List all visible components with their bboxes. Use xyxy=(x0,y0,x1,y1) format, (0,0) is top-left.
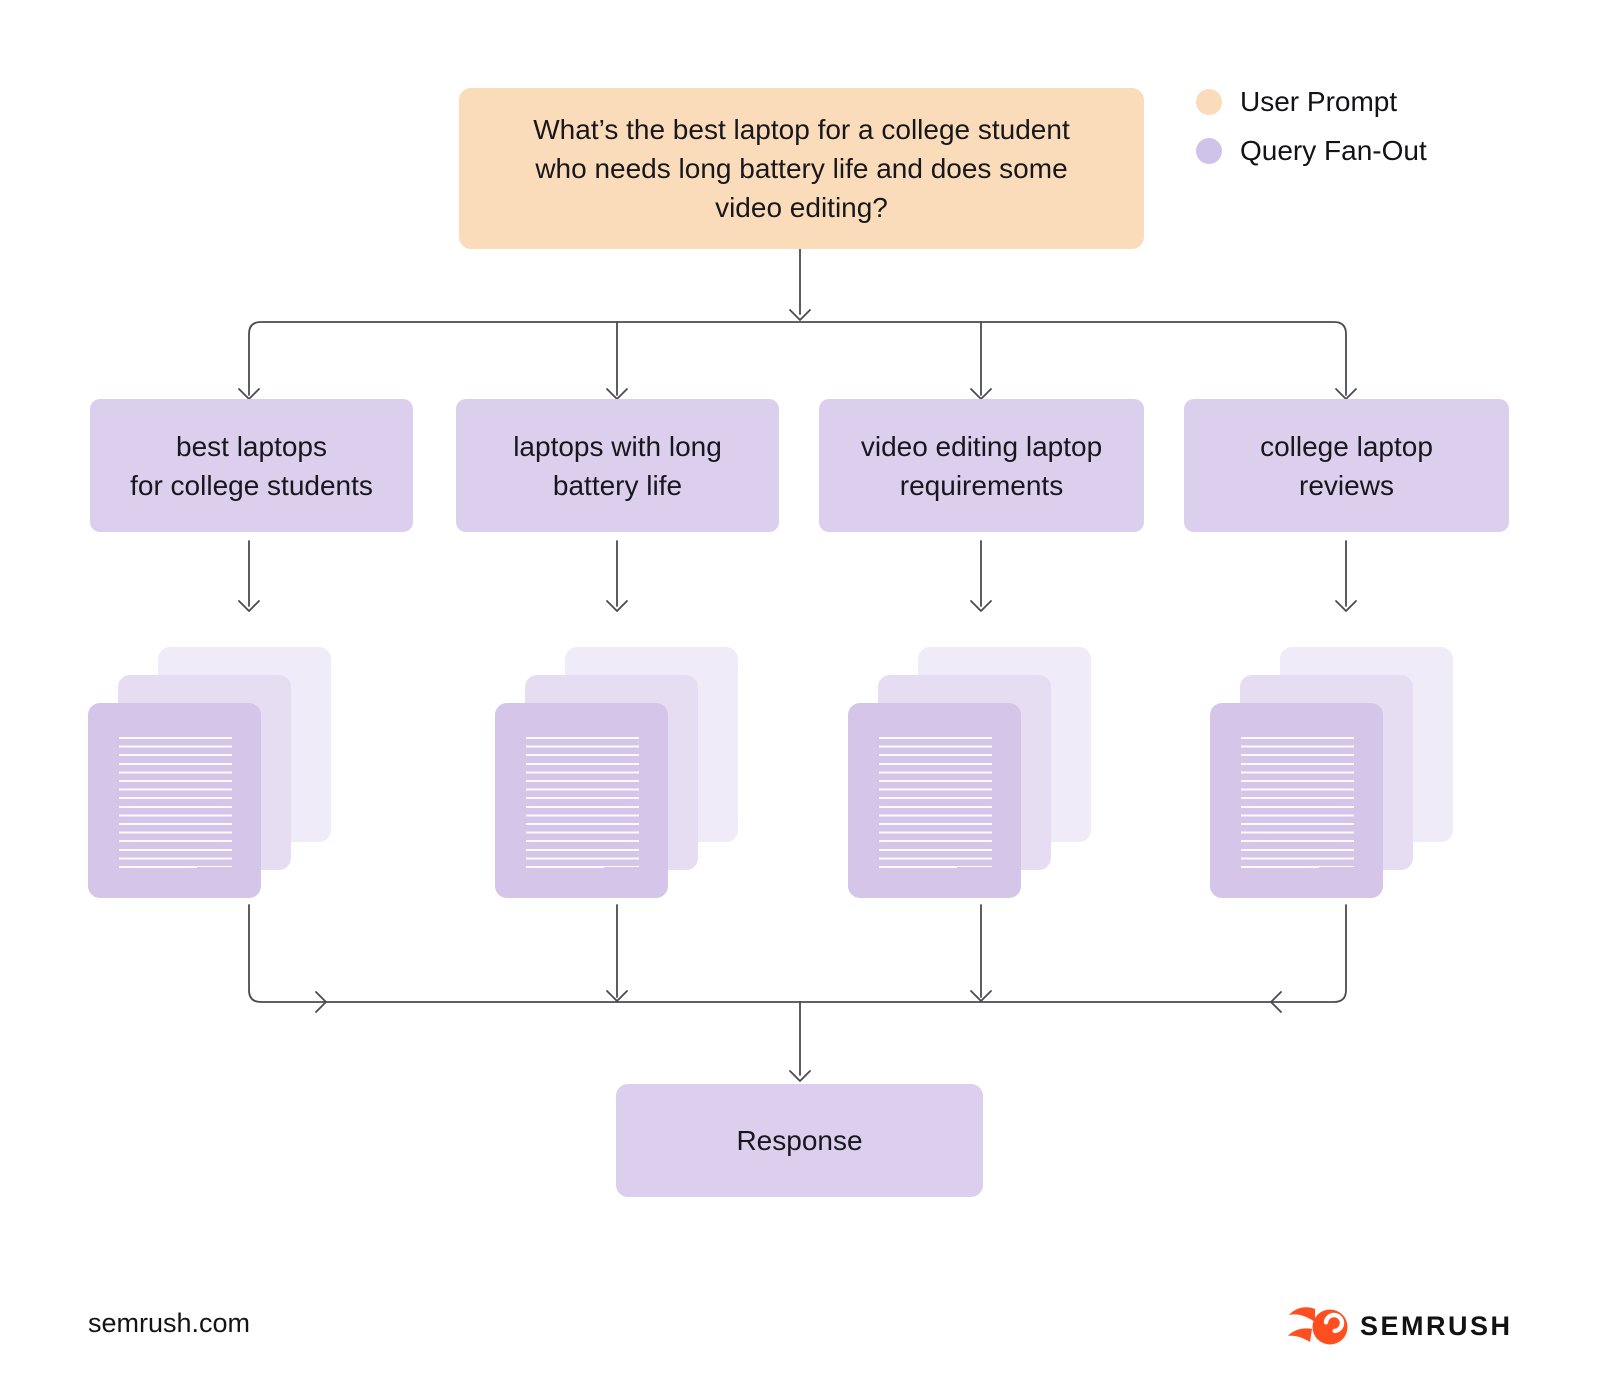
document-text-line xyxy=(526,866,604,868)
document-text-line xyxy=(1241,866,1319,868)
document-text-lines xyxy=(1241,737,1354,867)
document-stack-icon xyxy=(88,647,331,898)
collector-arrows xyxy=(248,904,1347,1013)
query-box-battery-life: laptops with long battery life xyxy=(456,399,779,532)
document-stack-icon xyxy=(848,647,1091,898)
document-text-lines xyxy=(119,737,232,867)
document-text-lines xyxy=(526,737,639,867)
query-label: video editing laptop requirements xyxy=(860,430,1103,501)
query-label: college laptop reviews xyxy=(1260,430,1433,501)
user-prompt-text: What’s the best laptop for a college stu… xyxy=(533,114,1070,223)
legend: User Prompt Query Fan-Out xyxy=(1196,86,1427,184)
document-text-lines xyxy=(879,737,992,867)
legend-item-user-prompt: User Prompt xyxy=(1196,86,1427,118)
document-text-line xyxy=(879,866,957,868)
document-icon xyxy=(848,703,1021,898)
legend-label: User Prompt xyxy=(1240,86,1398,117)
semrush-flame-icon xyxy=(1288,1307,1348,1345)
semrush-logo: SEMRUSH xyxy=(1288,1300,1513,1352)
query-fanout-dot-icon xyxy=(1196,138,1222,164)
query-box-video-editing: video editing laptop requirements xyxy=(819,399,1144,532)
document-stack-icon xyxy=(1210,647,1453,898)
query-box-best-laptops: best laptops for college students xyxy=(90,399,413,532)
document-stack-icon xyxy=(495,647,738,898)
collector-to-response-arrow xyxy=(789,1001,811,1082)
fanout-branch-arrows xyxy=(238,321,1357,400)
user-prompt-dot-icon xyxy=(1196,89,1222,115)
website-credit: semrush.com xyxy=(88,1308,251,1338)
document-icon xyxy=(88,703,261,898)
legend-label: Query Fan-Out xyxy=(1240,135,1427,166)
prompt-to-fanout-arrow xyxy=(789,248,811,321)
response-box: Response xyxy=(616,1084,983,1197)
response-label: Response xyxy=(736,1125,863,1156)
user-prompt-box: What’s the best laptop for a college stu… xyxy=(459,88,1144,249)
document-text-line xyxy=(119,866,197,868)
query-label: best laptops for college students xyxy=(130,430,373,501)
query-label: laptops with long battery life xyxy=(513,430,722,501)
document-icon xyxy=(1210,703,1383,898)
query-box-college-reviews: college laptop reviews xyxy=(1184,399,1509,532)
query-to-documents-arrows xyxy=(238,540,1357,612)
document-icon xyxy=(495,703,668,898)
semrush-wordmark: SEMRUSH xyxy=(1360,1310,1513,1341)
legend-item-query-fanout: Query Fan-Out xyxy=(1196,135,1427,167)
